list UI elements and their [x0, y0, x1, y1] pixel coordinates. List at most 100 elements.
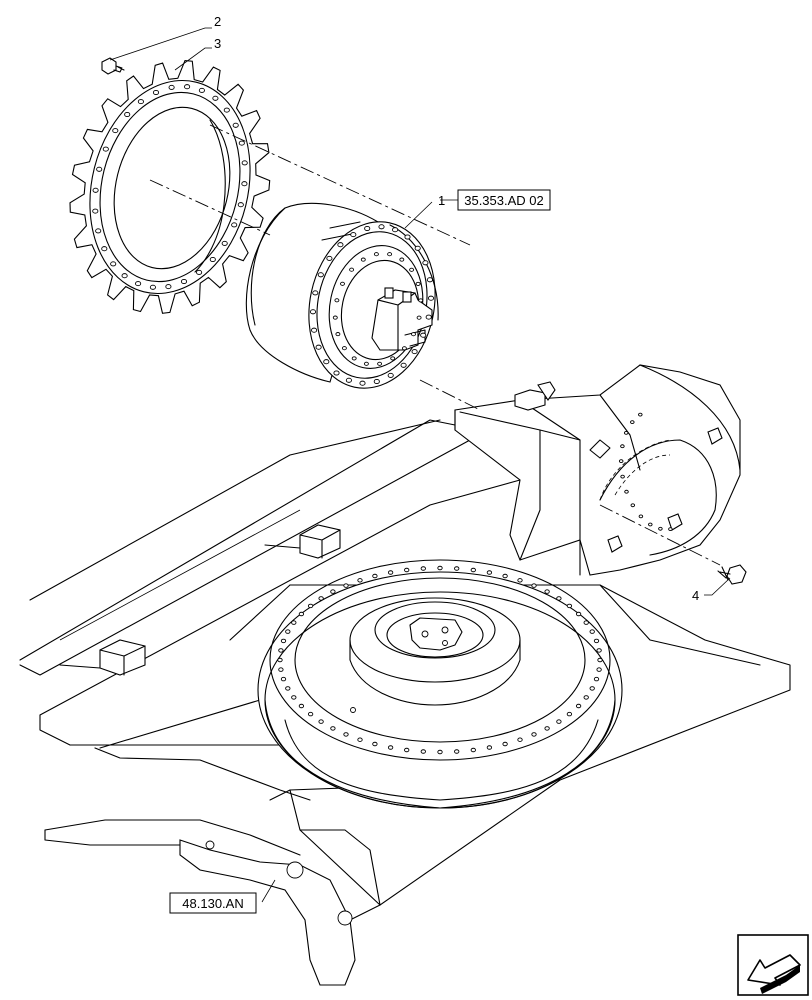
bolt-hole: [315, 344, 322, 350]
callout-3: 3: [214, 36, 221, 51]
bolt-hole: [232, 122, 239, 128]
callout-1: 1: [438, 193, 445, 208]
bolt-hole: [658, 526, 663, 531]
bolt-hole: [351, 356, 357, 361]
bolt-hole: [298, 703, 305, 709]
bolt-hole: [597, 657, 603, 663]
bolt-hole: [372, 741, 378, 747]
bolt-hole: [593, 676, 600, 682]
bolt-hole: [360, 257, 366, 262]
bearing-bolt-holes: [277, 565, 603, 755]
bolt-hole: [486, 745, 493, 750]
bolt-hole: [221, 240, 228, 246]
bolt-hole: [102, 146, 109, 152]
bolt-hole: [414, 245, 421, 251]
bolt-hole: [566, 603, 573, 609]
bolt-hole: [311, 327, 318, 333]
bolt-hole: [312, 290, 319, 296]
bolt-hole: [318, 596, 324, 601]
callout-2: 2: [214, 14, 221, 29]
bolt-hole: [390, 356, 396, 361]
bolt-hole: [618, 459, 624, 463]
bolt-hole: [531, 732, 537, 737]
bolt-hole: [95, 228, 102, 234]
bolt-hole: [377, 361, 383, 366]
bolt-hole: [280, 676, 287, 682]
frame-bolt: [717, 564, 747, 585]
bolt-hole: [278, 667, 284, 672]
reference-box-final-drive[interactable]: 35.353.AD 02: [457, 189, 551, 211]
sprocket-bolt-holes: [92, 84, 248, 290]
bolt-hole: [364, 225, 371, 232]
bolt-hole: [387, 570, 394, 575]
bolt-hole: [372, 573, 378, 579]
sprocket-bolt: [101, 57, 125, 75]
bolt-hole: [359, 380, 366, 386]
reference-box-frame[interactable]: 48.130.AN: [169, 892, 257, 914]
bolt-hole: [318, 719, 324, 724]
bolt-hole: [121, 273, 128, 279]
bolt-hole: [437, 749, 443, 755]
bolt-hole: [124, 111, 131, 118]
bolt-hole: [422, 260, 429, 266]
bolt-hole: [544, 726, 550, 731]
bolt-hole: [345, 377, 352, 383]
bolt-hole: [238, 140, 245, 146]
bolt-hole: [400, 362, 407, 368]
bolt-hole: [401, 346, 407, 351]
bolt-hole: [333, 370, 340, 376]
bolt-hole: [180, 278, 188, 285]
bolt-hole: [404, 747, 410, 753]
bolt-hole: [323, 359, 330, 365]
reference-final-drive[interactable]: 35.353.AD 02: [464, 193, 544, 208]
track-frame-boom: [454, 364, 741, 576]
bolt-hole: [343, 732, 349, 737]
bolt-hole: [291, 620, 297, 625]
bolt-hole: [350, 232, 357, 238]
bolt-hole: [531, 583, 537, 588]
bolt-hole: [231, 222, 238, 228]
bolt-hole: [149, 284, 156, 290]
bolt-hole: [596, 648, 602, 653]
bolt-hole: [223, 107, 230, 113]
bolt-hole: [307, 603, 314, 609]
bolt-hole: [470, 567, 476, 573]
bolt-hole: [349, 267, 355, 272]
bolt-hole: [96, 166, 103, 172]
bolt-hole: [575, 703, 582, 709]
bolt-hole: [630, 420, 635, 424]
bolt-hole: [624, 489, 629, 494]
bolt-hole: [363, 361, 369, 366]
bolt-hole: [583, 695, 589, 700]
back-arrow-icon[interactable]: [737, 934, 809, 996]
bolt-hole: [544, 589, 550, 594]
bolt-hole: [415, 281, 421, 286]
bolt-hole: [152, 89, 160, 96]
bolt-hole: [137, 99, 144, 105]
bolt-hole: [357, 737, 363, 742]
bolt-hole: [409, 267, 415, 272]
bolt-hole: [387, 372, 394, 378]
bolt-hole: [291, 695, 297, 700]
bolt-hole: [593, 638, 600, 644]
bolt-hole: [387, 252, 393, 257]
bolt-hole: [470, 747, 476, 753]
bolt-hole: [556, 719, 562, 724]
final-drive-bolt-holes: [309, 224, 435, 386]
bolt-hole: [638, 412, 643, 417]
bolt-hole: [277, 657, 283, 663]
bolt-hole: [420, 566, 426, 571]
bolt-hole: [241, 181, 248, 187]
bolt-hole: [399, 257, 405, 262]
bolt-hole: [583, 620, 589, 625]
bolt-hole: [387, 745, 394, 750]
bolt-hole: [373, 378, 380, 385]
bolt-hole: [566, 711, 573, 717]
bolt-hole: [278, 648, 284, 653]
reference-frame[interactable]: 48.130.AN: [182, 896, 243, 911]
bolt-hole: [285, 686, 291, 691]
bolt-hole: [517, 578, 523, 583]
bolt-hole: [165, 284, 172, 290]
swing-bearing: [257, 559, 623, 809]
